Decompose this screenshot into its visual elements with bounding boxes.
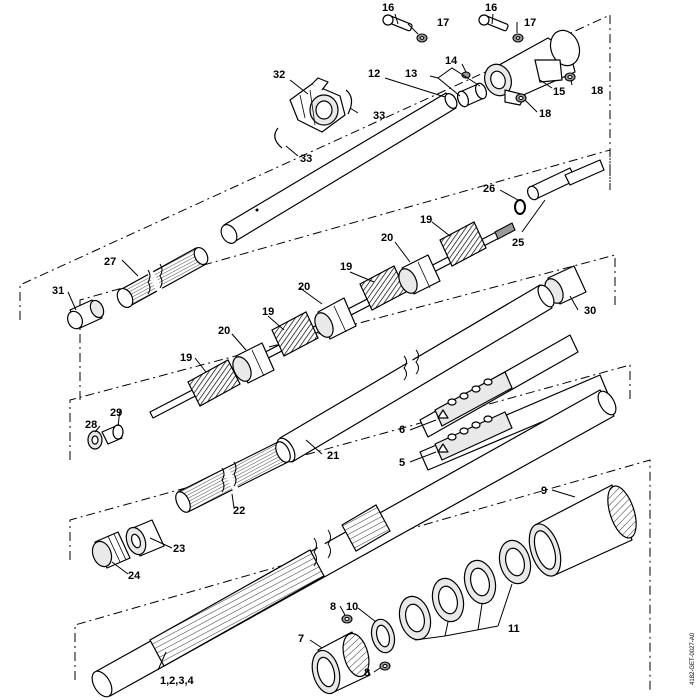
snap-ring-33-right: [345, 89, 353, 115]
nut-8-upper: [341, 614, 353, 624]
main-drive-tube-1-2-3-4: [91, 389, 617, 698]
callout-33-right: 33: [373, 110, 385, 122]
nut-18-upper: [564, 72, 576, 82]
callout-8-lower: 8: [364, 667, 370, 679]
sleeve-29: [101, 424, 124, 445]
group-outline-shaft: [79, 149, 611, 400]
callout-8-upper: 8: [330, 601, 336, 613]
splined-tube-22: [175, 441, 291, 513]
damper-ring-11-a: [398, 595, 432, 641]
bearing-housing-23: [125, 519, 165, 557]
damper-ring-11-b: [431, 577, 465, 623]
callout-12: 12: [368, 68, 380, 80]
callout-14: 14: [445, 55, 458, 67]
circlip-26: [514, 199, 526, 215]
group-outline-main: [74, 459, 651, 690]
callout-31: 31: [52, 285, 64, 297]
group-outline-driveshaft: [69, 254, 616, 460]
profile-tube-6: [419, 334, 579, 438]
callout-18-upper: 18: [591, 85, 603, 97]
tube-21: [276, 284, 555, 463]
shaft-tube-12: [220, 92, 458, 244]
callout-28: 28: [85, 419, 97, 431]
callout-25: 25: [512, 237, 524, 249]
callout-33-left: 33: [300, 153, 312, 165]
bearing-20-a: [232, 342, 275, 384]
damper-19-d: [439, 221, 487, 267]
callout-7: 7: [298, 633, 304, 645]
callout-21: 21: [327, 450, 339, 462]
end-cap-31: [67, 299, 105, 330]
callout-15: 15: [553, 86, 565, 98]
callout-5: 5: [399, 457, 405, 469]
bushing-28: [87, 430, 103, 450]
callout-20-a: 20: [218, 325, 230, 337]
clamp-ring-10: [370, 618, 396, 654]
screw-16-left: [382, 14, 413, 32]
damper-19-c: [359, 265, 407, 311]
damper-19-a: [187, 359, 241, 407]
washer-17-right: [512, 33, 524, 43]
callout-27: 27: [104, 256, 116, 268]
callout-16-left: 16: [382, 2, 394, 14]
callout-20-c: 20: [381, 232, 393, 244]
damper-ring-11-c: [463, 559, 497, 605]
leader-lines: [67, 13, 579, 673]
callout-24: 24: [128, 570, 141, 582]
callout-13: 13: [405, 68, 417, 80]
callout-11: 11: [508, 623, 520, 635]
callout-17-right: 17: [524, 17, 536, 29]
callout-18-lower: 18: [539, 108, 551, 120]
callout-23: 23: [173, 543, 185, 555]
screw-16-right: [478, 14, 509, 32]
protective-sleeve-9: [528, 484, 637, 577]
bushing-13: [456, 82, 488, 108]
callout-9: 9: [541, 485, 547, 497]
drawing-code: 4182-GET-0027-A0: [690, 632, 696, 685]
snap-ring-33-left: [274, 127, 283, 149]
callout-17-left: 17: [437, 17, 449, 29]
callout-16-right: 16: [485, 2, 497, 14]
callout-19-d: 19: [420, 214, 432, 226]
splined-tube-27: [116, 246, 209, 309]
callout-19-c: 19: [340, 261, 352, 273]
callout-22: 22: [233, 505, 245, 517]
callout-26: 26: [483, 183, 495, 195]
washer-17-left: [416, 33, 428, 43]
damper-19-b: [271, 311, 319, 357]
handle-bracket-32: [289, 77, 346, 133]
callout-19-b: 19: [262, 306, 274, 318]
callout-labels: 16 17 16 17 14 12 13 15 18 18 32 33 33 2…: [52, 2, 603, 687]
bearing-sleeve-25: [526, 159, 605, 201]
callout-20-b: 20: [298, 281, 310, 293]
nut-8-lower: [379, 661, 391, 671]
bearing-20-b: [314, 297, 357, 340]
callout-32: 32: [273, 69, 285, 81]
callout-19-a: 19: [180, 352, 192, 364]
callout-6: 6: [399, 424, 405, 436]
callout-29: 29: [110, 407, 122, 419]
bearing-20-c: [398, 254, 441, 295]
callout-10: 10: [346, 601, 358, 613]
sleeve-30: [544, 265, 587, 305]
damper-ring-11-d: [498, 539, 532, 585]
end-fitting-24: [91, 531, 131, 569]
clamp-housing-15: [484, 29, 581, 106]
profile-tube-5: [419, 374, 609, 471]
group-outline-tube: [69, 364, 631, 560]
nut-18-lower: [515, 93, 527, 103]
callout-1-2-3-4: 1,2,3,4: [160, 675, 195, 687]
hose-coupling-7: [311, 631, 371, 695]
callout-30: 30: [584, 305, 596, 317]
